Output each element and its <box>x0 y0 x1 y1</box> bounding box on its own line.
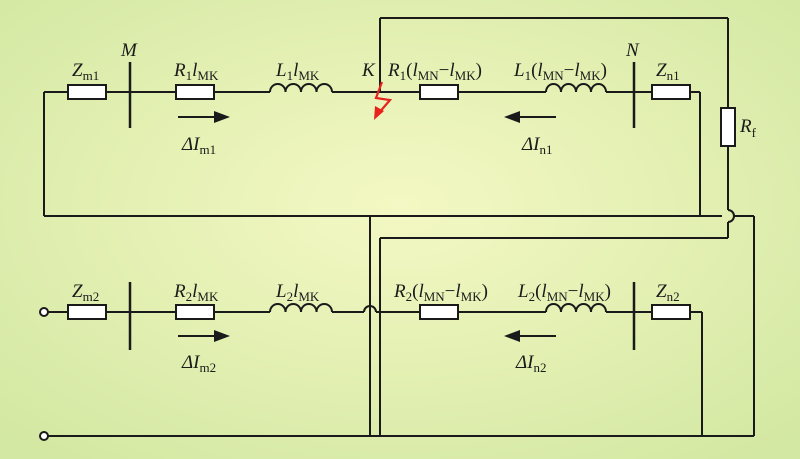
label-zn2: Zn2 <box>656 281 680 304</box>
resistor-rf <box>720 107 736 147</box>
fault-lightning <box>374 81 393 115</box>
label-bus-n: N <box>625 40 640 61</box>
label-bus-m: M <box>120 40 138 61</box>
label-r1lmk: R1lMK <box>173 60 219 83</box>
labels: M N K Zm1 Zn1 Zm2 Zn2 Rf R1lMK L1lMK R2l… <box>72 40 757 375</box>
arrow-din1-head <box>504 111 520 123</box>
fault-branch <box>374 17 736 239</box>
label-fault-k: K <box>361 60 376 81</box>
label-zm1: Zm1 <box>72 60 99 83</box>
label-r2lmn: R2(lMN−lMK) <box>393 281 488 304</box>
arrow-dim2-head <box>214 330 230 342</box>
label-r1lmn: R1(lMN−lMK) <box>387 60 482 83</box>
arrow-dim1-head <box>214 111 230 123</box>
impedance-zn2 <box>651 304 691 320</box>
label-din2: ΔIn2 <box>515 352 546 375</box>
positive-sequence-network <box>43 62 722 217</box>
terminal-bottom <box>39 431 49 441</box>
impedance-zm2 <box>67 304 107 320</box>
inductor-l2lmk <box>269 303 333 313</box>
resistor-r2lmk <box>175 304 215 320</box>
impedance-zm1 <box>67 84 107 100</box>
label-l1lmn: L1(lMN−lMK) <box>513 60 607 83</box>
label-dim1: ΔIm1 <box>181 134 216 157</box>
label-l1lmk: L1lMK <box>275 60 320 83</box>
resistor-r2lmn <box>419 304 459 320</box>
label-din1: ΔIn1 <box>521 134 552 157</box>
negative-sequence-network <box>39 215 755 441</box>
inductor-l1lmk <box>269 83 333 93</box>
terminal-top <box>39 307 49 317</box>
label-zm2: Zm2 <box>72 281 99 304</box>
label-rf: Rf <box>739 116 757 140</box>
label-dim2: ΔIm2 <box>181 352 216 375</box>
label-r2lmk: R2lMK <box>173 281 219 304</box>
label-l2lmn: L2(lMN−lMK) <box>517 281 611 304</box>
arrow-din2-head <box>504 330 520 342</box>
inductor-l1lmn <box>545 83 607 93</box>
inductor-l2lmn <box>545 303 607 313</box>
label-l2lmk: L2lMK <box>275 281 320 304</box>
fault-lightning-head <box>374 106 384 120</box>
resistor-r1lmn <box>419 84 459 100</box>
label-zn1: Zn1 <box>656 60 680 83</box>
impedance-zn1 <box>651 84 691 100</box>
resistor-r1lmk <box>175 84 215 100</box>
